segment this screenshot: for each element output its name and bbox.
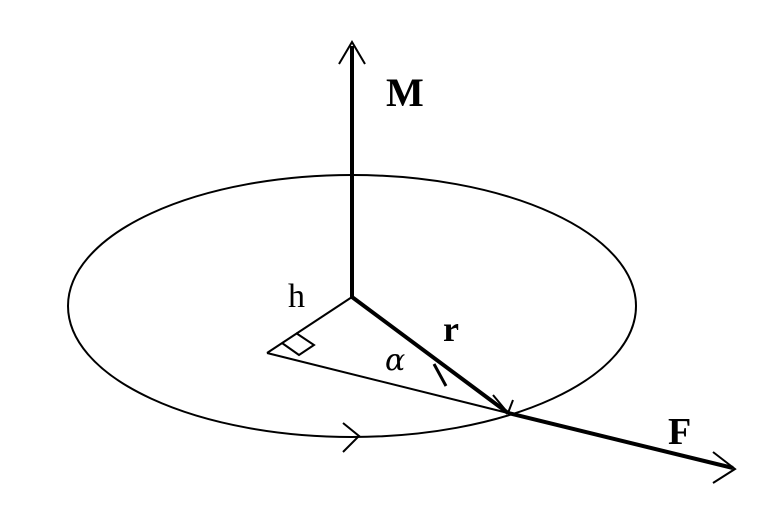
radius-label: r: [443, 309, 459, 349]
lever-arm-label: h: [288, 278, 305, 315]
moment-vector-arrowhead: [338, 40, 366, 65]
rotation-direction-arrowhead: [342, 422, 361, 453]
right-angle-marker: [281, 332, 316, 357]
angle-label: α: [385, 343, 405, 378]
lever-arm-line: [266, 296, 353, 354]
force-label: F: [668, 411, 691, 453]
radius-vector: [350, 295, 510, 415]
force-line-of-action: [266, 352, 509, 414]
angle-alpha-arc: [432, 363, 448, 387]
force-vector-arrowhead: [712, 451, 737, 484]
moment-label: M: [386, 70, 424, 115]
force-vector-shaft: [507, 411, 734, 470]
